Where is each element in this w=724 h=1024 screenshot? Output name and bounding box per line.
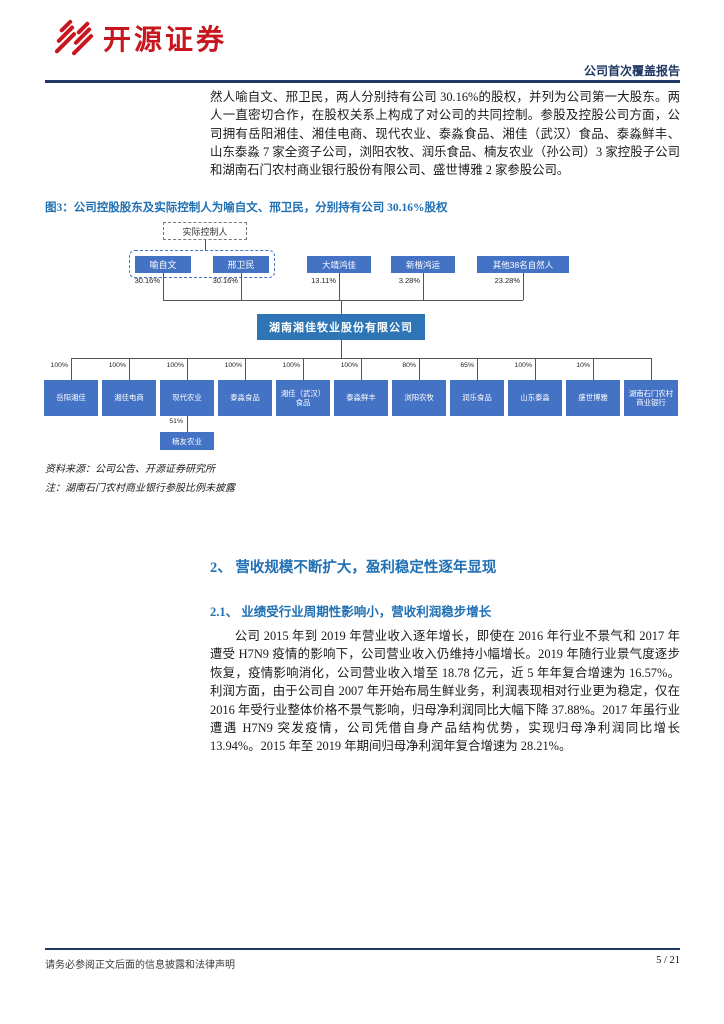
org-node-shareholder: 其他38名自然人: [477, 256, 569, 273]
org-node-subsidiary: 湘佳（武汉）食品: [276, 380, 330, 416]
connector-line: [418, 358, 420, 380]
ownership-pct-label: 51%: [169, 418, 183, 425]
org-node-shareholder: 邢卫民: [213, 256, 269, 273]
figure-source: 资料来源：公司公告、开源证券研究所: [45, 464, 215, 475]
brand-logo: 开源证券: [54, 18, 227, 58]
connector-line: [650, 358, 652, 380]
ownership-pct-label: 23.28%: [494, 276, 520, 285]
connector-line: [186, 416, 188, 432]
connector-line: [360, 358, 362, 380]
ownership-pct-label: 30.16%: [212, 276, 238, 285]
connector-line: [204, 240, 206, 251]
org-node-subsidiary: 浏阳农牧: [392, 380, 446, 416]
org-node-shareholder: 大靖鸿佳: [307, 256, 371, 273]
org-node-subsidiary: 山东泰淼: [508, 380, 562, 416]
kaiyuan-logo-icon: [54, 19, 94, 56]
org-chart: 实际控制人 喻自文 邢卫民 大靖鸿佳 新楷鸿运 其他38名自然人 30.16% …: [44, 216, 680, 454]
ownership-pct-label: 100%: [50, 362, 68, 369]
org-node-subsidiary: 泰淼食品: [218, 380, 272, 416]
header-divider: [45, 80, 680, 83]
connector-line: [340, 340, 342, 358]
org-node-shareholder: 喻自文: [135, 256, 191, 273]
connector-line: [186, 358, 188, 380]
org-node-company: 湖南湘佳牧业股份有限公司: [257, 314, 425, 340]
ownership-pct-label: 80%: [402, 362, 416, 369]
ownership-pct-label: 100%: [514, 362, 532, 369]
connector-line: [340, 300, 342, 314]
org-node-subsidiary: 湖南石门农村商业银行: [624, 380, 678, 416]
ownership-pct-label: 100%: [282, 362, 300, 369]
org-node-subsidiary: 湘佳电商: [102, 380, 156, 416]
ownership-pct-label: 13.11%: [311, 276, 336, 285]
org-node-subsidiary: 泰淼鲜丰: [334, 380, 388, 416]
connector-line: [240, 273, 242, 300]
section-title: 2、 营收规模不断扩大，盈利稳定性逐年显现: [210, 560, 497, 576]
figure-note: 注：湖南石门农村商业银行参股比例未披露: [45, 483, 235, 494]
connector-line: [476, 358, 478, 380]
connector-line: [422, 273, 424, 300]
section-subtitle: 2.1、 业绩受行业周期性影响小，营收利润稳步增长: [210, 605, 492, 619]
brand-name: 开源证券: [103, 25, 228, 56]
org-node-subsidiary: 现代农业: [160, 380, 214, 416]
ownership-pct-label: 30.16%: [134, 276, 160, 285]
footer-disclaimer: 请务必参阅正文后面的信息披露和法律声明: [45, 960, 235, 971]
org-node-subsidiary: 岳阳湘佳: [44, 380, 98, 416]
connector-line: [70, 358, 72, 380]
connector-line: [522, 273, 524, 300]
org-node-grandchild: 楠友农业: [160, 432, 214, 450]
figure-caption: 图3：公司控股股东及实际控制人为喻自文、邢卫民，分别持有公司 30.16%股权: [45, 202, 448, 214]
controller-group-outline: [129, 250, 275, 278]
org-node-subsidiary: 润乐食品: [450, 380, 504, 416]
ownership-pct-label: 100%: [108, 362, 126, 369]
intro-paragraph: 然人喻自文、邢卫民，两人分别持有公司 30.16%的股权，并列为公司第一大股东。…: [210, 90, 680, 178]
connector-line: [162, 273, 164, 300]
ownership-pct-label: 100%: [340, 362, 358, 369]
org-node-actual-controller: 实际控制人: [163, 222, 247, 240]
ownership-pct-label: 100%: [224, 362, 242, 369]
connector-line: [244, 358, 246, 380]
ownership-pct-label: 10%: [576, 362, 590, 369]
report-type-label: 公司首次覆盖报告: [583, 64, 680, 78]
connector-line: [302, 358, 304, 380]
page-number: 5 / 21: [656, 955, 680, 966]
connector-line: [534, 358, 536, 380]
connector-line: [338, 273, 340, 300]
org-node-shareholder: 新楷鸿运: [391, 256, 455, 273]
connector-line: [163, 300, 523, 301]
connector-line: [128, 358, 130, 380]
connector-line: [592, 358, 594, 380]
footer-divider: [45, 948, 680, 950]
ownership-pct-label: 65%: [460, 362, 474, 369]
ownership-pct-label: 100%: [166, 362, 184, 369]
ownership-pct-label: 3.28%: [398, 276, 420, 285]
org-node-subsidiary: 盛世博雅: [566, 380, 620, 416]
section-paragraph: 公司 2015 年到 2019 年营业收入逐年增长，即使在 2016 年行业不景…: [210, 629, 680, 754]
